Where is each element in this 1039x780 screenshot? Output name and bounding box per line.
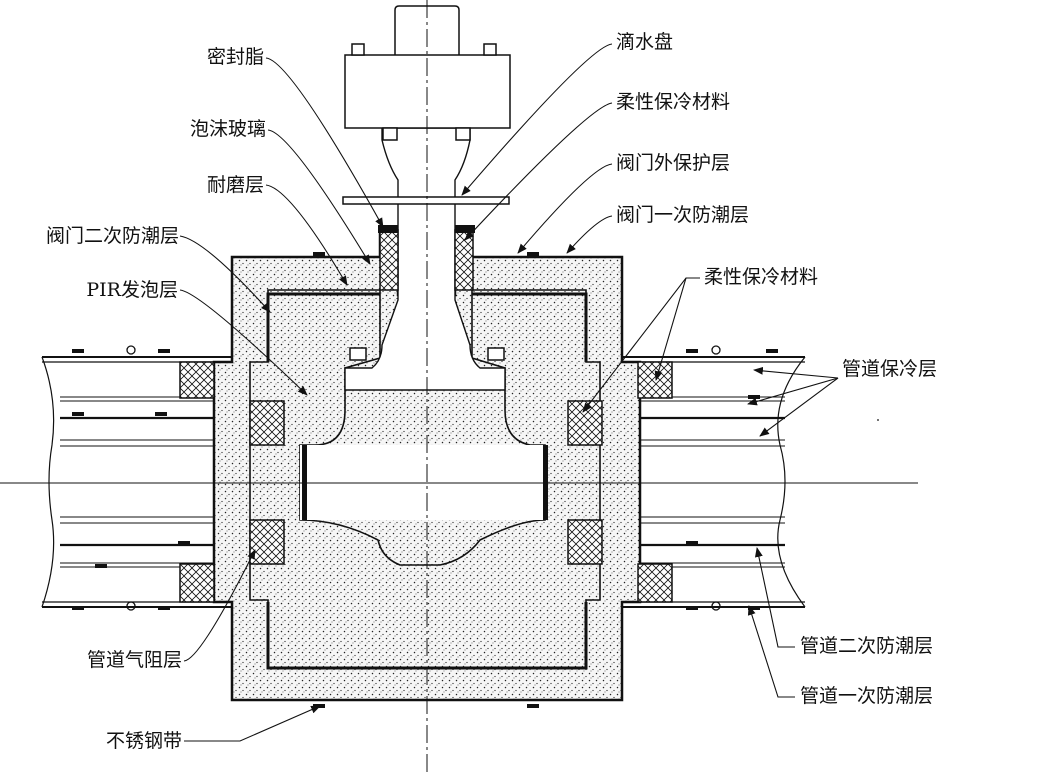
label-pipe-primary-vapor-barrier: 管道一次防潮层 — [800, 685, 934, 707]
label-valve-secondary-vapor-barrier: 阀门二次防潮层 — [45, 225, 179, 247]
label-pipe-insulation: 管道保冷层 — [842, 358, 938, 380]
label-flexible-insulation-1: 柔性保冷材料 — [616, 91, 731, 113]
label-pipe-air-barrier: 管道气阻层 — [86, 649, 182, 671]
label-drip-tray: 滴水盘 — [616, 31, 674, 53]
label-sealant: 密封脂 — [206, 46, 264, 68]
label-valve-primary-vapor-barrier: 阀门一次防潮层 — [616, 204, 750, 226]
stray-mark — [877, 419, 879, 421]
label-foam-glass: 泡沫玻璃 — [189, 118, 266, 140]
sealant-right — [455, 225, 475, 233]
label-stainless-strap: 不锈钢带 — [105, 730, 182, 752]
leader-lines — [179, 43, 839, 742]
pipe-clips — [126, 345, 721, 611]
label-flexible-insulation-2: 柔性保冷材料 — [704, 266, 819, 288]
label-valve-outer-jacket: 阀门外保护层 — [616, 152, 731, 174]
label-wear-layer: 耐磨层 — [206, 174, 264, 196]
label-pipe-secondary-vapor-barrier: 管道二次防潮层 — [800, 635, 934, 657]
label-pir-foam: PIR发泡层 — [86, 279, 178, 301]
sealant-left — [378, 225, 398, 233]
pipe-band-marks — [72, 349, 778, 610]
